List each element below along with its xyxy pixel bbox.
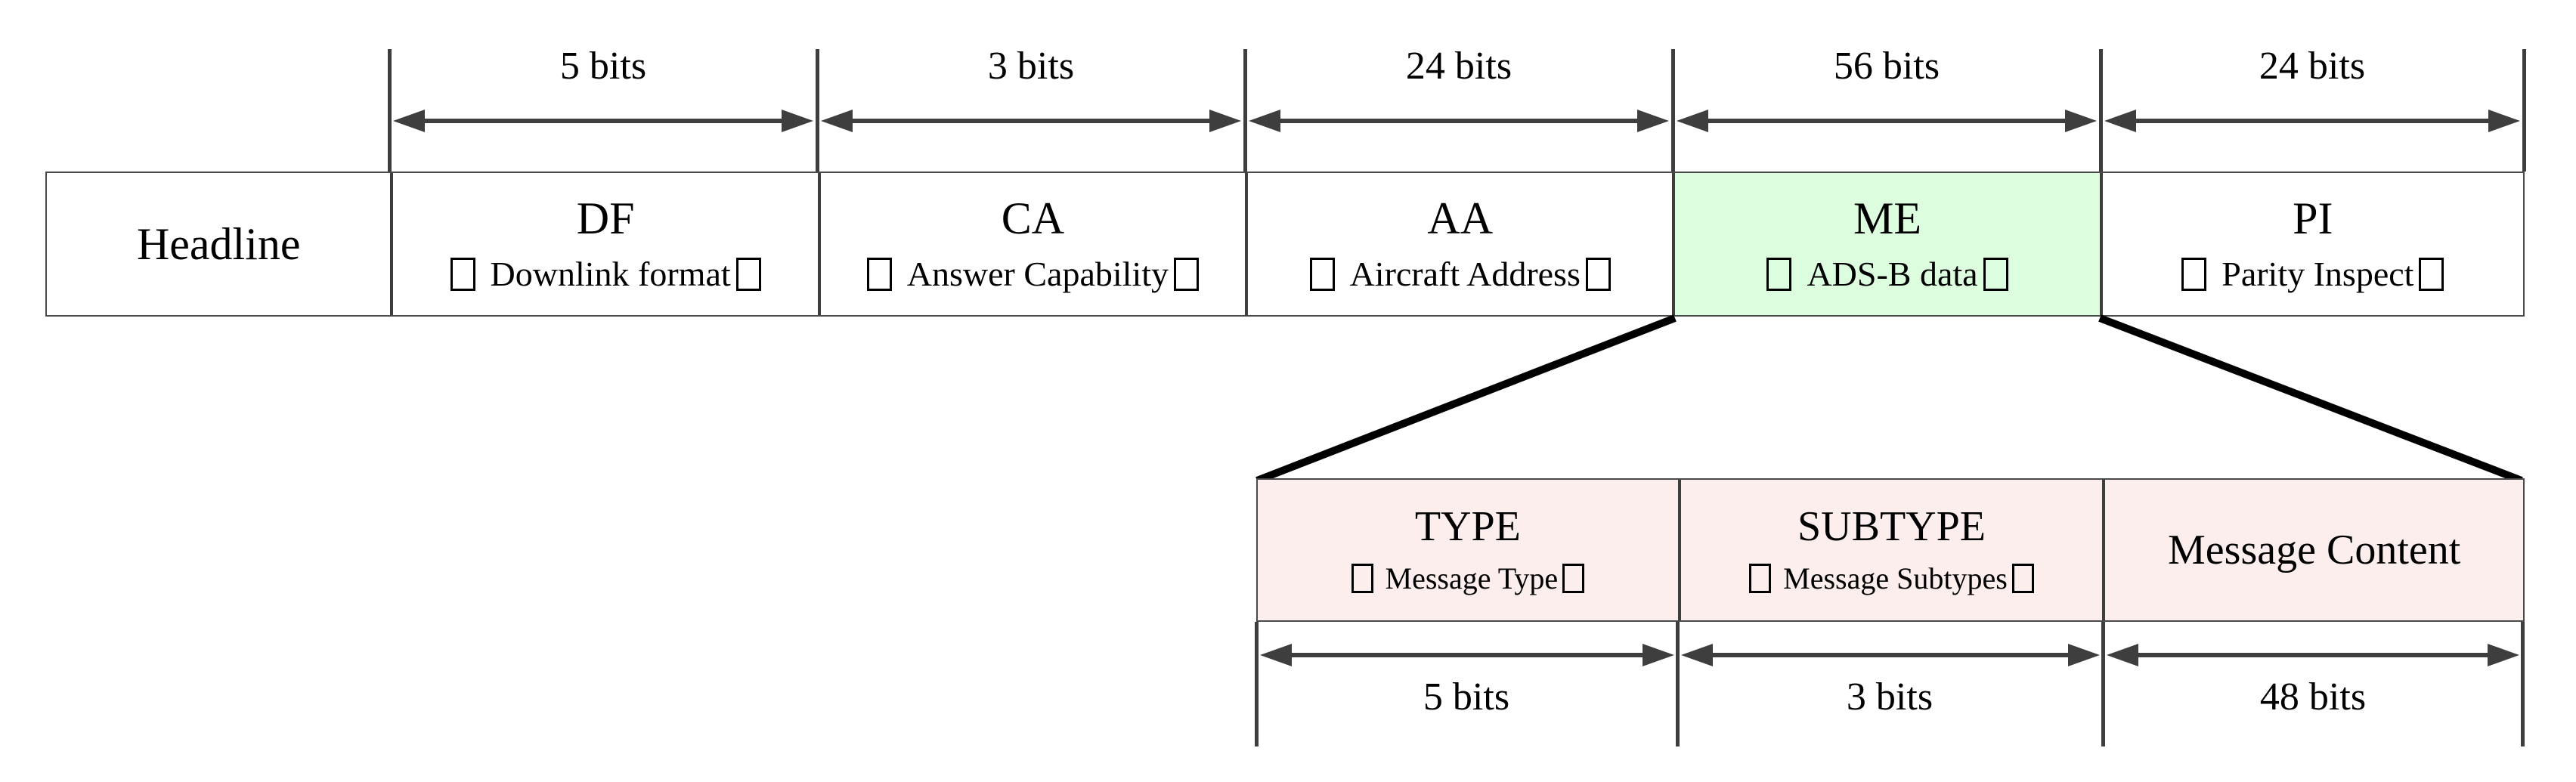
missing-glyph-box xyxy=(1174,258,1200,291)
subfield-code: SUBTYPE xyxy=(1797,503,1986,550)
field-note: Aircraft Address xyxy=(1309,254,1611,295)
field-note-text: Aircraft Address xyxy=(1349,255,1581,293)
missing-glyph-box xyxy=(1562,564,1585,593)
field-code: Headline xyxy=(136,219,301,269)
missing-glyph-box xyxy=(1983,258,2008,291)
frame-row: Headline DF Downlink format CA Answer Ca… xyxy=(45,172,2525,317)
subfield-code: TYPE xyxy=(1414,503,1521,550)
missing-glyph-box xyxy=(866,258,892,291)
missing-glyph-box xyxy=(2181,258,2207,291)
boundary-tick xyxy=(2101,622,2105,746)
boundary-tick xyxy=(816,49,819,172)
bit-width-label: 48 bits xyxy=(2259,675,2367,719)
field-code: CA xyxy=(1001,193,1065,243)
subfield-note-text: Message Subtypes xyxy=(1783,561,2008,595)
measure-arrow xyxy=(1259,641,1676,669)
missing-glyph-box xyxy=(2011,564,2034,593)
field-note: Downlink format xyxy=(450,254,761,295)
field-code: PI xyxy=(2293,193,2333,243)
boundary-tick xyxy=(1243,49,1247,172)
field-cell-aa: AA Aircraft Address xyxy=(1245,173,1672,315)
bit-width-label: 56 bits xyxy=(1833,45,1940,88)
bit-width-label: 5 bits xyxy=(559,45,647,88)
measure-arrow xyxy=(2103,107,2522,135)
expansion-connector-right xyxy=(2098,314,2523,484)
me-expansion-row: TYPE Message Type SUBTYPE Message Subtyp… xyxy=(1256,478,2525,622)
subfield-note-text: Message Type xyxy=(1385,561,1559,595)
missing-glyph-box xyxy=(1309,258,1335,291)
boundary-tick xyxy=(1671,49,1675,172)
expansion-connector-left xyxy=(1255,314,1677,484)
boundary-tick xyxy=(2099,49,2103,172)
boundary-tick xyxy=(2522,49,2526,172)
missing-glyph-box xyxy=(1766,258,1792,291)
field-cell-pi: PI Parity Inspect xyxy=(2099,173,2523,315)
field-note: Parity Inspect xyxy=(2181,254,2444,295)
subfield-cell-message-content: Message Content xyxy=(2102,480,2523,620)
missing-glyph-box xyxy=(450,258,475,291)
bit-width-label: 3 bits xyxy=(987,45,1075,88)
boundary-tick xyxy=(1255,622,1259,746)
field-cell-headline: Headline xyxy=(47,173,390,315)
bit-width-label: 24 bits xyxy=(1405,45,1512,88)
field-note: ADS-B data xyxy=(1766,254,2008,295)
boundary-tick xyxy=(2521,622,2525,746)
measure-arrow xyxy=(819,107,1243,135)
measure-arrow xyxy=(1680,641,2101,669)
field-note-text: Answer Capability xyxy=(906,255,1169,293)
field-cell-ca: CA Answer Capability xyxy=(817,173,1245,315)
missing-glyph-box xyxy=(735,258,761,291)
field-cell-me: ME ADS-B data xyxy=(1672,173,2100,315)
field-code: AA xyxy=(1427,193,1494,243)
subfield-note: Message Type xyxy=(1351,561,1585,597)
measure-arrow xyxy=(1675,107,2098,135)
field-note-text: ADS-B data xyxy=(1807,255,1978,293)
boundary-tick xyxy=(388,49,392,172)
subfield-cell-subtype: SUBTYPE Message Subtypes xyxy=(1677,480,2103,620)
measure-arrow xyxy=(1247,107,1670,135)
measure-arrow xyxy=(392,107,815,135)
missing-glyph-box xyxy=(1749,564,1772,593)
field-note-text: Parity Inspect xyxy=(2221,255,2414,293)
subfield-code: Message Content xyxy=(2168,527,2461,573)
bit-width-label: 3 bits xyxy=(1846,675,1934,719)
missing-glyph-box xyxy=(1585,258,1611,291)
bit-width-label: 5 bits xyxy=(1423,675,1510,719)
field-cell-df: DF Downlink format xyxy=(390,173,817,315)
field-code: ME xyxy=(1853,193,1922,243)
subfield-note: Message Subtypes xyxy=(1749,561,2034,597)
subfield-cell-type: TYPE Message Type xyxy=(1258,480,1678,620)
field-note-text: Downlink format xyxy=(490,255,731,293)
measure-arrow xyxy=(2105,641,2521,669)
bit-width-label: 24 bits xyxy=(2259,45,2366,88)
boundary-tick xyxy=(1676,622,1680,746)
field-code: DF xyxy=(576,193,635,243)
missing-glyph-box xyxy=(1351,564,1373,593)
field-note: Answer Capability xyxy=(866,254,1200,295)
missing-glyph-box xyxy=(2419,258,2444,291)
